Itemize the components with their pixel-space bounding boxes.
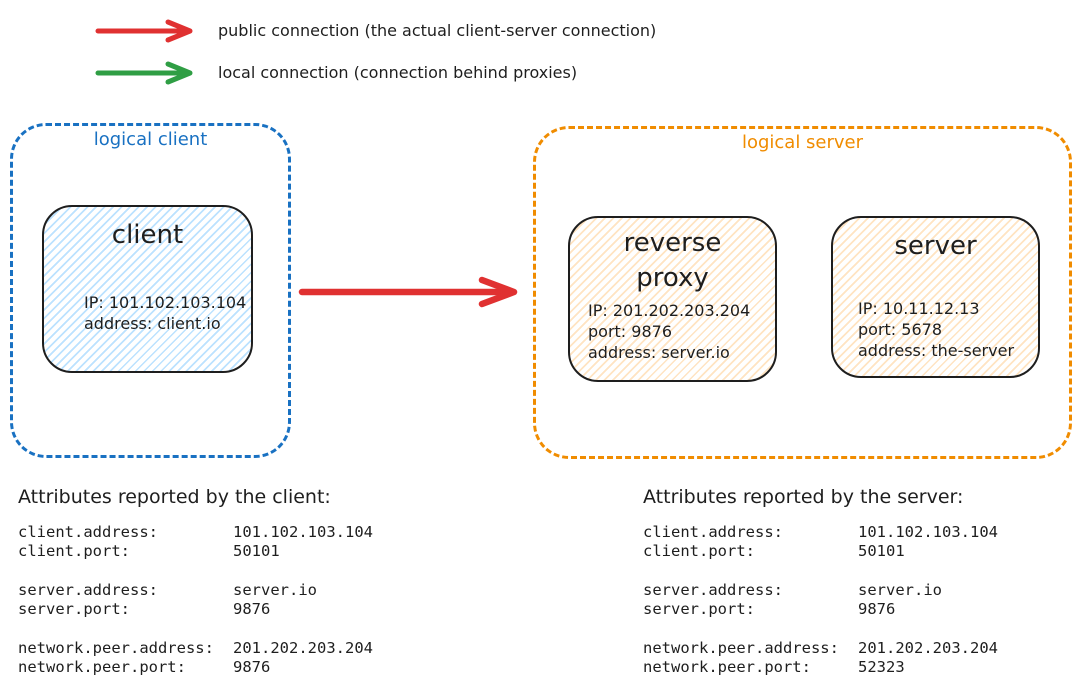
reverse-proxy-node: reverse proxy IP: 201.202.203.204 port: … bbox=[568, 216, 777, 382]
attr-row: client.address: 101.102.103.104 bbox=[643, 523, 998, 542]
attr-row: server.address: server.io bbox=[643, 581, 998, 600]
server-port: port: 5678 bbox=[858, 320, 942, 339]
reverse-proxy-details: IP: 201.202.203.204 port: 9876 address: … bbox=[588, 300, 750, 363]
attr-value: 50101 bbox=[233, 541, 280, 560]
attr-key: server.port: bbox=[18, 599, 130, 618]
attr-key: network.peer.port: bbox=[18, 657, 186, 676]
attr-key: server.port: bbox=[643, 599, 755, 618]
attr-value: server.io bbox=[233, 581, 317, 599]
attr-key: network.peer.port: bbox=[643, 657, 811, 676]
attr-row: server.port: 9876 bbox=[643, 600, 998, 619]
attr-row: client.port: 50101 bbox=[18, 542, 373, 561]
logical-client-group: logical client client IP: 101.102.103.10… bbox=[10, 123, 291, 458]
attr-value: 201.202.203.204 bbox=[858, 639, 998, 657]
client-ip: IP: 101.102.103.104 bbox=[84, 293, 247, 312]
reverse-proxy-title: reverse proxy bbox=[623, 228, 722, 293]
attr-value: 101.102.103.104 bbox=[858, 523, 998, 541]
client-to-server-arrow-icon bbox=[298, 276, 518, 308]
attr-key: client.address: bbox=[643, 523, 783, 541]
attr-row: client.address: 101.102.103.104 bbox=[18, 523, 373, 542]
attr-row: network.peer.port: 9876 bbox=[18, 658, 373, 677]
attr-key: client.port: bbox=[18, 541, 130, 560]
attr-key: server.address: bbox=[18, 581, 158, 599]
attr-group-client: client.address: 101.102.103.104 client.p… bbox=[18, 523, 373, 560]
server-node-title: server bbox=[894, 231, 977, 261]
attr-row: network.peer.address: 201.202.203.204 bbox=[643, 639, 998, 658]
server-node-details: IP: 10.11.12.13 port: 5678 address: the-… bbox=[858, 298, 1014, 361]
attr-group-client: client.address: 101.102.103.104 client.p… bbox=[643, 523, 998, 560]
attr-row: server.port: 9876 bbox=[18, 600, 373, 619]
attr-key: client.port: bbox=[643, 541, 755, 560]
client-node-details: IP: 101.102.103.104 address: client.io bbox=[84, 292, 246, 334]
server-address: address: the-server bbox=[858, 341, 1015, 360]
client-node-title: client bbox=[111, 220, 184, 250]
attr-value: server.io bbox=[858, 581, 942, 599]
logical-client-label: logical client bbox=[93, 129, 208, 150]
attr-value: 101.102.103.104 bbox=[233, 523, 373, 541]
client-address: address: client.io bbox=[84, 314, 221, 333]
local-connection-arrow-icon bbox=[95, 61, 193, 85]
logical-server-group: logical server reverse proxy IP: 201.202… bbox=[533, 126, 1072, 459]
reverse-proxy-ip: IP: 201.202.203.204 bbox=[588, 301, 751, 320]
attr-group-network-peer: network.peer.address: 201.202.203.204 ne… bbox=[643, 639, 998, 676]
client-attributes-block: Attributes reported by the client: clien… bbox=[18, 484, 373, 691]
attr-group-server: server.address: server.io server.port: 9… bbox=[643, 581, 998, 618]
attr-row: network.peer.port: 52323 bbox=[643, 658, 998, 677]
server-node: server IP: 10.11.12.13 port: 5678 addres… bbox=[831, 216, 1040, 378]
client-attributes-rows: client.address: 101.102.103.104 client.p… bbox=[18, 523, 373, 676]
server-ip: IP: 10.11.12.13 bbox=[858, 299, 980, 318]
attr-value: 9876 bbox=[233, 657, 271, 676]
attr-key: network.peer.address: bbox=[643, 639, 839, 657]
reverse-proxy-address: address: server.io bbox=[588, 343, 730, 362]
legend-label-public: public connection (the actual client-ser… bbox=[218, 21, 657, 40]
attr-group-network-peer: network.peer.address: 201.202.203.204 ne… bbox=[18, 639, 373, 676]
attr-value: 201.202.203.204 bbox=[233, 639, 373, 657]
attr-key: server.address: bbox=[643, 581, 783, 599]
logical-server-label: logical server bbox=[741, 132, 864, 153]
attr-key: client.address: bbox=[18, 523, 158, 541]
reverse-proxy-port: port: 9876 bbox=[588, 322, 672, 341]
client-node: client IP: 101.102.103.104 address: clie… bbox=[42, 205, 253, 373]
attr-row: network.peer.address: 201.202.203.204 bbox=[18, 639, 373, 658]
server-attributes-rows: client.address: 101.102.103.104 client.p… bbox=[643, 523, 998, 676]
attr-value: 9876 bbox=[233, 599, 271, 618]
attr-row: client.port: 50101 bbox=[643, 542, 998, 561]
attr-value: 9876 bbox=[858, 599, 896, 618]
public-connection-arrow-icon bbox=[95, 19, 193, 43]
attr-value: 50101 bbox=[858, 541, 905, 560]
legend-label-local: local connection (connection behind prox… bbox=[218, 63, 578, 82]
client-attributes-title: Attributes reported by the client: bbox=[18, 486, 331, 508]
server-attributes-block: Attributes reported by the server: clien… bbox=[643, 484, 998, 691]
attr-value: 52323 bbox=[858, 657, 905, 676]
attr-group-server: server.address: server.io server.port: 9… bbox=[18, 581, 373, 618]
attr-key: network.peer.address: bbox=[18, 639, 214, 657]
attr-row: server.address: server.io bbox=[18, 581, 373, 600]
server-attributes-title: Attributes reported by the server: bbox=[643, 486, 964, 508]
